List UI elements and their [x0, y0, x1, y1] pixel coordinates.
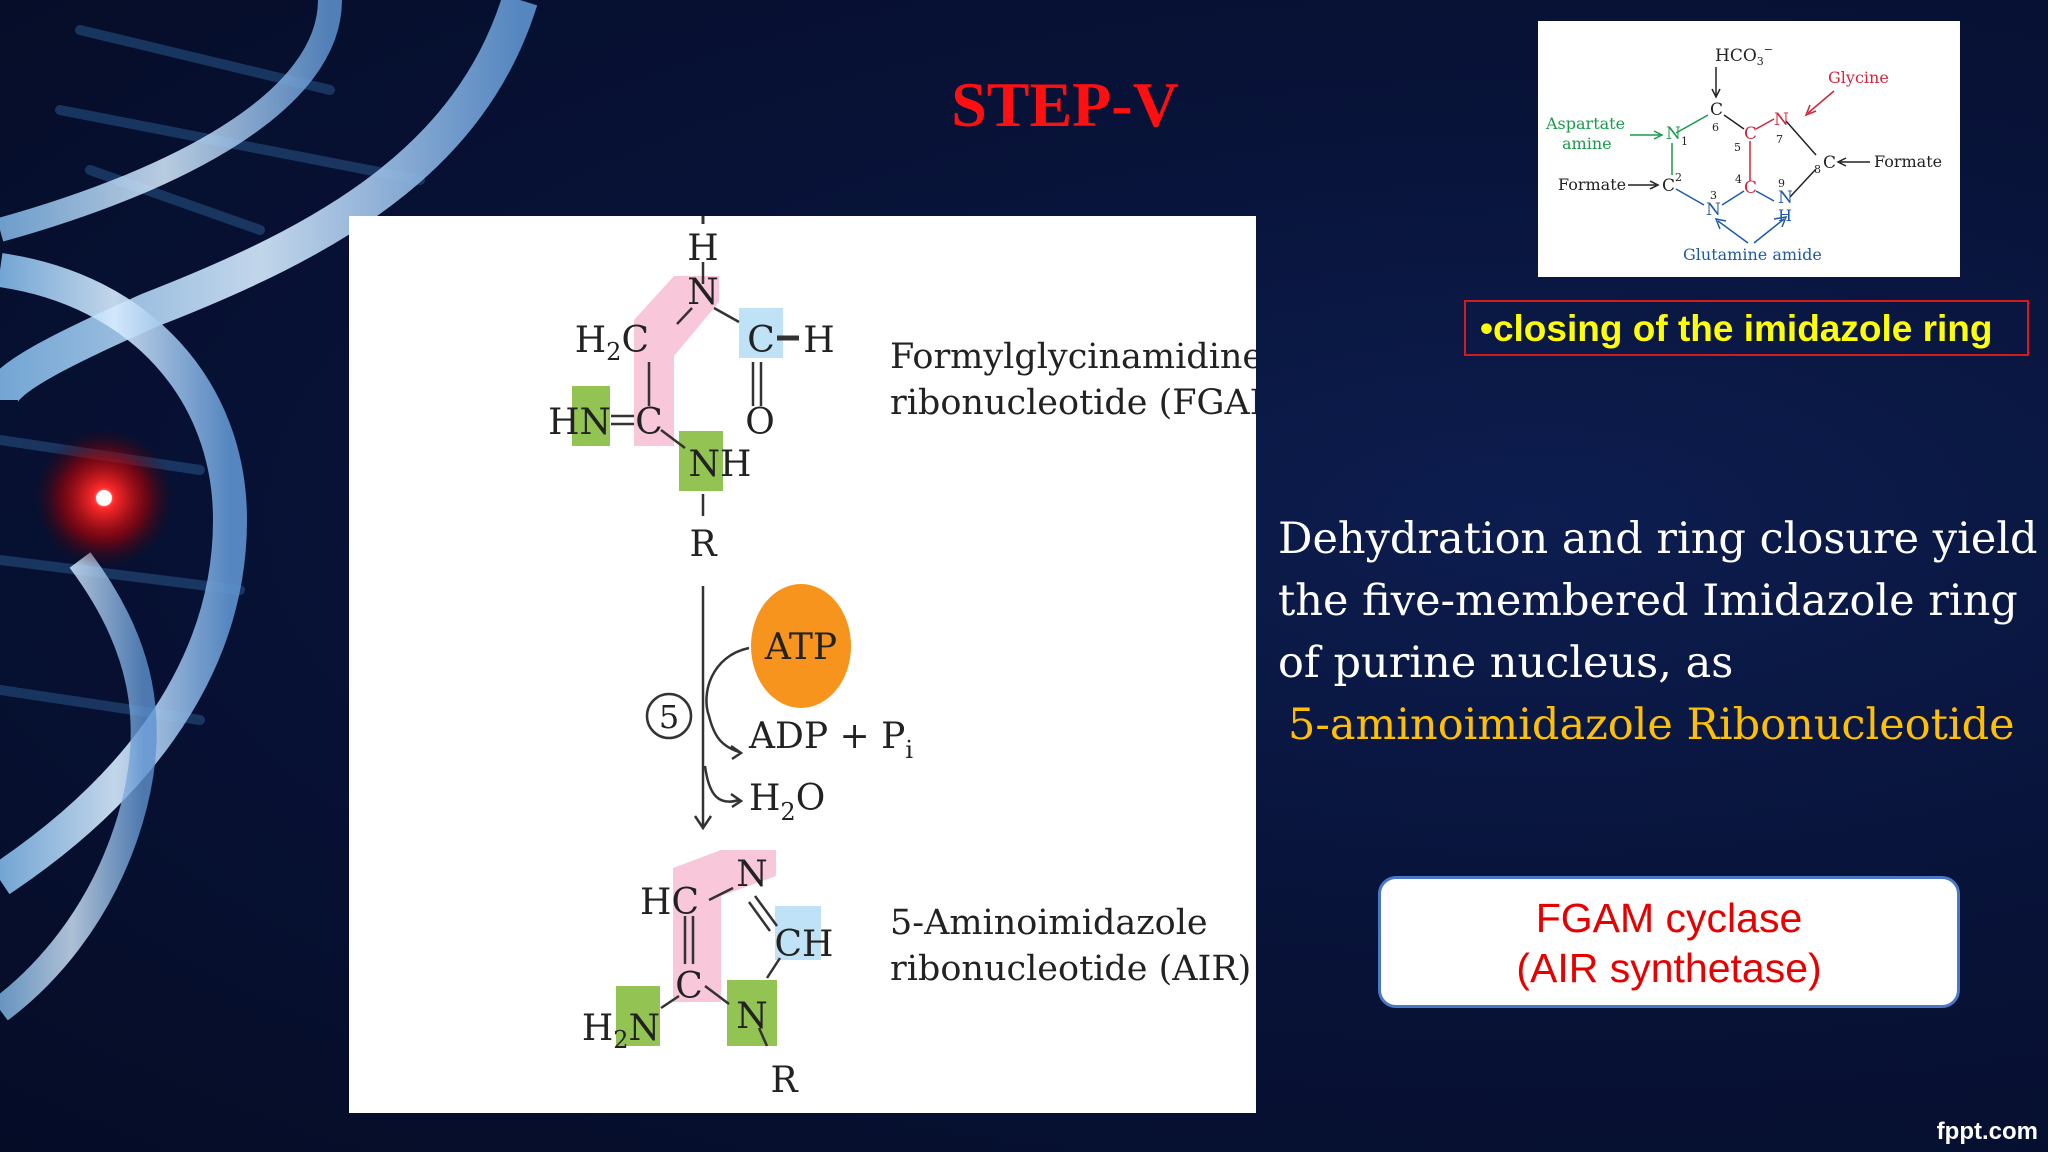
- fgam-atom-c-mid: C: [635, 402, 663, 443]
- ref-atom-c6: C: [1710, 100, 1723, 120]
- fgam-atom-h-right: H: [803, 320, 834, 361]
- step-number-circle: [645, 692, 693, 740]
- description-line-2: the five-membered Imidazole ring: [1278, 576, 2018, 626]
- ref-glycine: Glycine: [1828, 68, 1889, 87]
- fgam-atom-hn: HN: [548, 402, 611, 443]
- fgam-green-highlight-hn: [572, 386, 610, 446]
- ref-num-8: 8: [1814, 163, 1821, 176]
- ref-num-4: 4: [1735, 173, 1742, 186]
- air-atom-c: C: [675, 966, 703, 1007]
- ref-atom-n9: N: [1778, 188, 1793, 208]
- ref-formate-right: Formate: [1874, 152, 1942, 171]
- fgam-name-line2: ribonucleotide (FGAM): [890, 383, 1256, 423]
- dna-helix-decoration: [0, 0, 538, 1021]
- fgam-name-line1: Formylglycinamidine: [890, 337, 1256, 377]
- air-pink-highlight: [673, 850, 776, 1002]
- enzyme-name-line1: FGAM cyclase: [1535, 895, 1803, 941]
- ref-atom-c4: C: [1744, 178, 1757, 198]
- air-atom-hc: HC: [640, 882, 699, 923]
- ref-aspartate-line2: amine: [1562, 134, 1612, 153]
- watermark: fppt.com: [1936, 1118, 2038, 1145]
- ref-atom-n7: N: [1774, 110, 1789, 130]
- enzyme-name-box: FGAM cyclase (AIR synthetase): [1378, 876, 1960, 1008]
- slide-title: STEP-V: [951, 69, 1179, 140]
- ring-closing-caption: •closing of the imidazole ring: [1464, 300, 2029, 356]
- fgam-atom-h-top: H: [687, 228, 718, 269]
- enzyme-name-line2: (AIR synthetase): [1516, 945, 1822, 991]
- description-text: Dehydration and ring closure yield the f…: [1278, 508, 2048, 756]
- fgam-blue-highlight: [739, 308, 783, 358]
- description-line-1: Dehydration and ring closure yield: [1278, 514, 2038, 564]
- fgam-atom-r: R: [689, 524, 717, 565]
- ref-atom-h9: H: [1778, 206, 1792, 225]
- fgam-atom-nh: NH: [689, 444, 752, 485]
- h2o-label: H2O: [749, 778, 825, 826]
- air-atom-r: R: [770, 1060, 798, 1101]
- ref-atom-c2: C: [1662, 176, 1675, 196]
- ref-atom-n1: N: [1666, 124, 1681, 144]
- ref-num-6: 6: [1712, 121, 1719, 134]
- air-blue-highlight: [775, 906, 821, 960]
- ref-num-1: 1: [1681, 135, 1688, 148]
- ref-glutamine: Glutamine amide: [1683, 245, 1822, 264]
- fgam-atom-c-formyl: C: [747, 320, 775, 361]
- fgam-atom-n-top: N: [687, 272, 719, 313]
- ref-aspartate-line1: Aspartate: [1545, 114, 1625, 133]
- ref-num-5: 5: [1734, 141, 1741, 154]
- adp-pi-label: ADP + Pi: [748, 716, 913, 764]
- purine-reference-panel: HCO3− Glycine Aspartate amine Formate Fo…: [1538, 21, 1960, 277]
- air-name-line1: 5-Aminoimidazole: [890, 903, 1208, 943]
- ref-num-3: 3: [1710, 189, 1717, 202]
- air-atom-n-bottom: N: [736, 996, 768, 1037]
- atp-label: ATP: [764, 627, 837, 668]
- air-green-highlight-n: [727, 980, 777, 1046]
- fgam-atom-h2c: H2C: [575, 320, 649, 366]
- air-name-line2: ribonucleotide (AIR): [890, 949, 1251, 989]
- ref-num-7: 7: [1776, 133, 1783, 146]
- fgam-atom-o: O: [745, 402, 775, 443]
- atp-circle: [751, 584, 851, 708]
- ref-atom-c8: C: [1823, 153, 1836, 173]
- description-line-3: of purine nucleus, as: [1278, 638, 1734, 688]
- fgam-green-highlight-nh: [679, 431, 723, 491]
- step-number: 5: [659, 698, 679, 736]
- ref-num-2: 2: [1675, 171, 1682, 184]
- description-highlight: 5-aminoimidazole Ribonucleotide: [1288, 700, 2015, 750]
- reaction-diagram-panel: H N H2C C H O HN C NH R Formylglycinamid…: [349, 216, 1256, 1113]
- air-green-highlight-h2n: [616, 986, 660, 1046]
- air-atom-n-top: N: [736, 854, 768, 895]
- ref-atom-c5: C: [1744, 124, 1757, 144]
- ref-num-9: 9: [1778, 177, 1785, 190]
- ref-hco3: HCO3−: [1715, 43, 1773, 68]
- air-atom-ch: CH: [775, 924, 834, 965]
- ref-formate-left: Formate: [1558, 175, 1626, 194]
- fgam-pink-highlight: [634, 276, 719, 446]
- ref-atom-n3: N: [1706, 200, 1721, 220]
